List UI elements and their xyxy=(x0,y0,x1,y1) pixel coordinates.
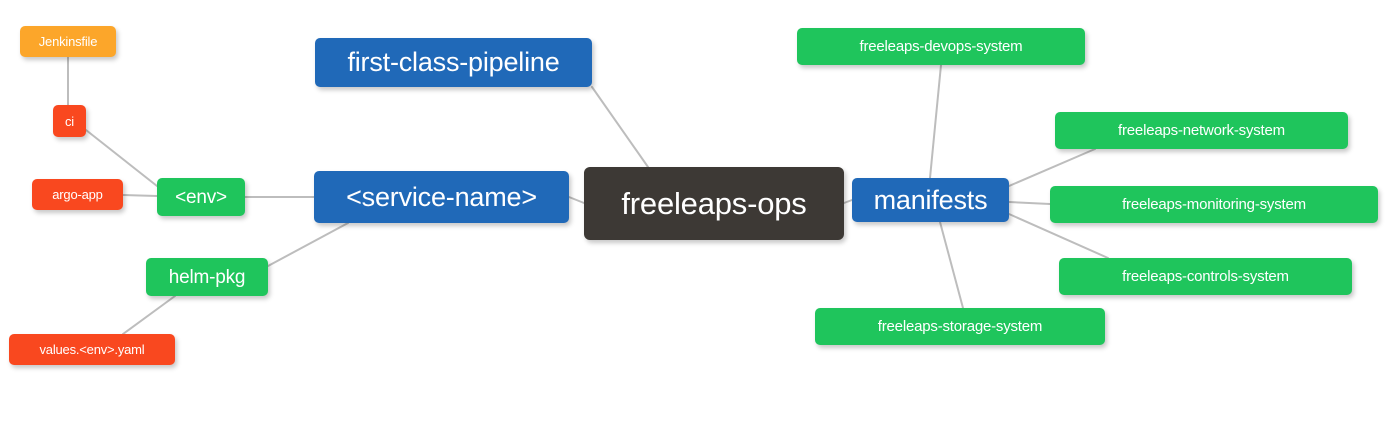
node-label-freeleaps-network-system: freeleaps-network-system xyxy=(1118,122,1285,139)
node-ci[interactable]: ci xyxy=(53,105,86,137)
node-values-env-yaml[interactable]: values.<env>.yaml xyxy=(9,334,175,365)
node-label-manifests: manifests xyxy=(873,184,988,215)
node-freeleaps-controls-system[interactable]: freeleaps-controls-system xyxy=(1059,258,1352,295)
node-freeleaps-ops[interactable]: freeleaps-ops xyxy=(584,167,844,240)
edge-ops-service-name xyxy=(568,196,585,204)
node-manifests[interactable]: manifests xyxy=(852,178,1009,222)
node-label-freeleaps-storage-system: freeleaps-storage-system xyxy=(877,318,1043,335)
node-label-ci: ci xyxy=(65,113,74,129)
edge-manifests-network xyxy=(1008,148,1096,187)
edge-manifests-storage xyxy=(939,221,964,309)
node-label-freeleaps-devops-system: freeleaps-devops-system xyxy=(859,38,1023,55)
edge-helm-pkg-values xyxy=(122,295,176,335)
node-freeleaps-devops-system[interactable]: freeleaps-devops-system xyxy=(797,28,1085,65)
node-label-freeleaps-ops: freeleaps-ops xyxy=(621,186,807,221)
node-first-class-pipeline[interactable]: first-class-pipeline xyxy=(315,38,592,87)
edge-env-argo-app xyxy=(122,194,158,197)
node-label-helm-pkg: helm-pkg xyxy=(168,266,246,288)
node-service-name[interactable]: <service-name> xyxy=(314,171,569,223)
edge-env-ci xyxy=(85,129,158,187)
edge-service-name-helm-pkg xyxy=(267,222,349,267)
edge-manifests-devops xyxy=(929,64,942,179)
node-label-jenkinsfile: Jenkinsfile xyxy=(38,34,98,49)
node-freeleaps-monitoring-system[interactable]: freeleaps-monitoring-system xyxy=(1050,186,1378,223)
node-helm-pkg[interactable]: helm-pkg xyxy=(146,258,268,296)
node-label-argo-app: argo-app xyxy=(52,187,103,202)
edge-ops-manifests xyxy=(843,199,853,204)
node-argo-app[interactable]: argo-app xyxy=(32,179,123,210)
node-label-first-class-pipeline: first-class-pipeline xyxy=(347,47,560,77)
node-label-values-env-yaml: values.<env>.yaml xyxy=(39,342,145,357)
node-freeleaps-network-system[interactable]: freeleaps-network-system xyxy=(1055,112,1348,149)
node-freeleaps-storage-system[interactable]: freeleaps-storage-system xyxy=(815,308,1105,345)
node-label-env: <env> xyxy=(175,186,227,208)
node-label-service-name: <service-name> xyxy=(346,181,537,212)
edge-ops-first-class-pipeline xyxy=(591,86,649,168)
node-jenkinsfile[interactable]: Jenkinsfile xyxy=(20,26,116,57)
node-label-freeleaps-controls-system: freeleaps-controls-system xyxy=(1122,268,1289,285)
node-env[interactable]: <env> xyxy=(157,178,245,216)
edge-manifests-monitoring xyxy=(1008,201,1051,205)
node-label-freeleaps-monitoring-system: freeleaps-monitoring-system xyxy=(1122,196,1306,213)
